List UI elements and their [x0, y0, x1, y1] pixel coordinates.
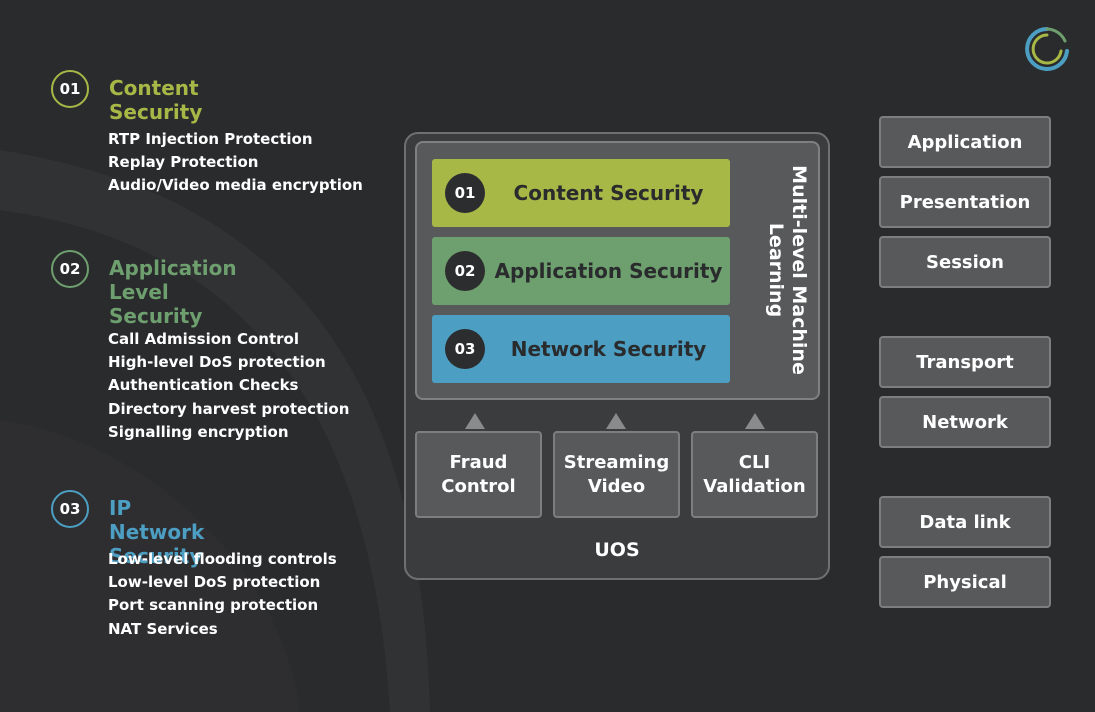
osi-layer-physical: Physical: [879, 556, 1051, 608]
list-item: Signalling encryption: [108, 422, 289, 441]
section-number-badge: 02: [51, 250, 89, 288]
layer-content-security: 01 Content Security: [432, 159, 730, 227]
layer-number-badge: 01: [445, 173, 485, 213]
module-streaming-video: Streaming Video: [553, 431, 680, 518]
layer-application-security: 02 Application Security: [432, 237, 730, 305]
section-number-badge: 03: [51, 490, 89, 528]
osi-layer-application: Application: [879, 116, 1051, 168]
osi-layer-transport: Transport: [879, 336, 1051, 388]
osi-layer-data-link: Data link: [879, 496, 1051, 548]
layer-label: Network Security: [510, 337, 707, 361]
list-item: Replay Protection: [108, 153, 259, 172]
list-item: Call Admission Control: [108, 330, 299, 348]
module-cli-validation: CLI Validation: [691, 431, 818, 518]
osi-layer-network: Network: [879, 396, 1051, 448]
arrow-up-icon: [745, 413, 765, 429]
uos-label: UOS: [594, 539, 640, 561]
layer-number-badge: 02: [445, 251, 485, 291]
arrow-up-icon: [606, 413, 626, 429]
section-item-list: RTP Injection Protection Replay Protecti…: [108, 128, 363, 198]
layer-label: Content Security: [513, 181, 704, 205]
osi-layer-session: Session: [879, 236, 1051, 288]
section-item-list: Call Admission Control High-level DoS pr…: [108, 328, 349, 444]
layer-network-security: 03 Network Security: [432, 315, 730, 383]
list-item: Audio/Video media encryption: [108, 176, 363, 195]
list-item: NAT Services: [108, 619, 218, 638]
section-title: Content Security: [109, 76, 203, 124]
section-title: Application Level Security: [109, 256, 237, 328]
layer-number-badge: 03: [445, 329, 485, 369]
list-item: Low-level flooding controls: [108, 550, 337, 568]
list-item: RTP Injection Protection: [108, 130, 313, 148]
section-number-badge: 01: [51, 70, 89, 108]
list-item: High-level DoS protection: [108, 353, 326, 372]
section-title: IP Network Security: [109, 496, 205, 568]
list-item: Port scanning protection: [108, 596, 319, 615]
layer-label: Application Security: [494, 259, 723, 283]
module-fraud-control: Fraud Control: [415, 431, 542, 518]
list-item: Low-level DoS protection: [108, 573, 321, 592]
osi-layer-presentation: Presentation: [879, 176, 1051, 228]
arrow-up-icon: [465, 413, 485, 429]
section-item-list: Low-level flooding controls Low-level Do…: [108, 548, 337, 641]
list-item: Authentication Checks: [108, 376, 299, 395]
ml-side-label: Multi-level Machine Learning: [765, 165, 810, 375]
ring-logo-icon: [1025, 27, 1069, 71]
list-item: Directory harvest protection: [108, 399, 350, 418]
